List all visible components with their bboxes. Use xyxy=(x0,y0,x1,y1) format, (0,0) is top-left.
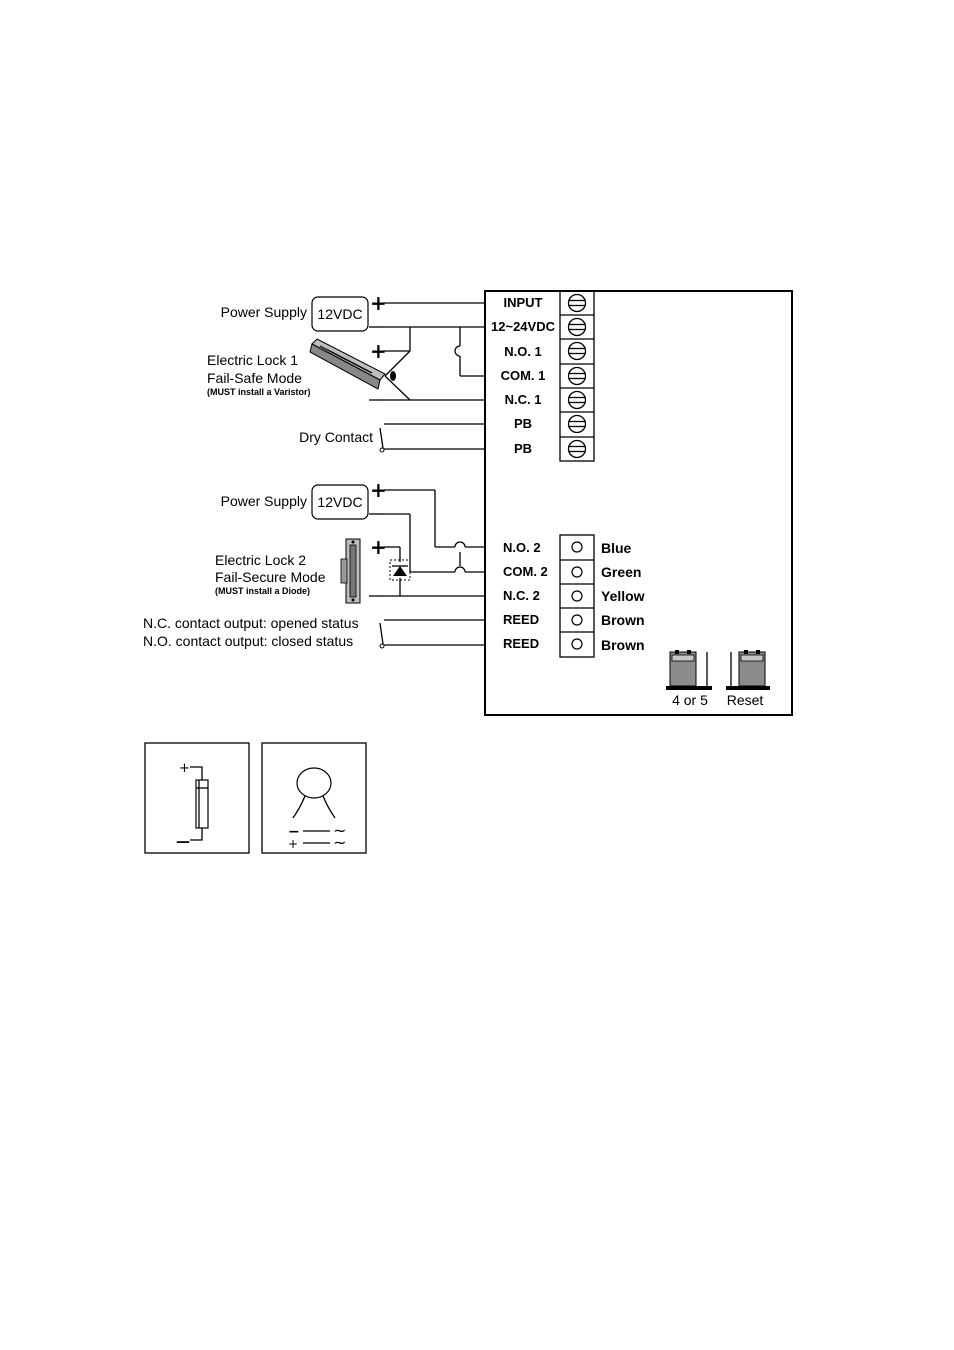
legend-varistor-plus: + xyxy=(288,837,298,851)
legend-varistor-minus: − xyxy=(288,824,300,840)
lock2-mode: Fail-Secure Mode xyxy=(215,569,326,585)
lock1-title: Electric Lock 1 xyxy=(207,352,298,368)
no-output-label: N.O. contact output: closed status xyxy=(143,633,353,649)
terminal-label-com2: COM. 2 xyxy=(503,564,548,579)
lock2-note: (MUST install a Diode) xyxy=(215,586,310,596)
power-supply-2-voltage: 12VDC xyxy=(317,494,362,510)
terminal-label-nc1: N.C. 1 xyxy=(505,392,542,407)
screw-icon xyxy=(567,366,587,386)
polarity-plus: + xyxy=(370,478,387,502)
terminal-label-reed: REED xyxy=(503,636,539,651)
terminal-label-com1: COM. 1 xyxy=(501,368,546,383)
wire-color-blue: Blue xyxy=(601,540,632,556)
terminal-hole-icon xyxy=(571,614,583,626)
diode-icon xyxy=(389,559,411,581)
terminal-hole-icon xyxy=(571,590,583,602)
screw-icon xyxy=(567,341,587,361)
power-supply-2-box xyxy=(311,484,369,520)
upper-terminal-block xyxy=(559,290,595,462)
legend-tilde: ~ xyxy=(333,833,346,852)
controller-board xyxy=(484,290,793,716)
terminal-label-pb: PB xyxy=(514,416,532,431)
screw-icon xyxy=(567,414,587,434)
terminal-label-power: 12~24VDC xyxy=(491,319,556,334)
screw-icon xyxy=(567,293,587,313)
power-supply-1-voltage: 12VDC xyxy=(317,306,362,322)
terminal-label-nc2: N.C. 2 xyxy=(503,588,540,603)
jumper-4or5-icon xyxy=(666,650,712,690)
wire-color-brown: Brown xyxy=(601,612,645,628)
dry-contact-label: Dry Contact xyxy=(299,429,373,445)
varistor-icon xyxy=(390,371,396,381)
jumper-label-reset: Reset xyxy=(727,692,764,708)
terminal-hole-icon xyxy=(571,566,583,578)
legend-diode-minus: — xyxy=(176,834,190,850)
power-supply-2-label: Power Supply xyxy=(221,493,307,509)
legend-tilde: ~ xyxy=(333,821,346,840)
polarity-plus: + xyxy=(370,339,387,363)
jumper-label-4or5: 4 or 5 xyxy=(672,692,708,708)
screw-icon xyxy=(567,390,587,410)
lower-terminal-block xyxy=(559,534,595,658)
screw-icon xyxy=(567,439,587,459)
upper-wiring xyxy=(379,302,485,453)
lock2-title: Electric Lock 2 xyxy=(215,552,306,568)
maglock-icon xyxy=(309,338,386,390)
legend-varistor-box xyxy=(261,742,367,854)
power-supply-1-box xyxy=(311,296,369,332)
power-supply-1-label: Power Supply xyxy=(221,304,307,320)
switch-icon xyxy=(379,622,384,645)
wire-color-green: Green xyxy=(601,564,641,580)
legend-diode-plus: + xyxy=(179,761,190,776)
polarity-plus: + xyxy=(370,535,387,559)
jumper-reset-icon xyxy=(726,650,770,690)
screw-icon xyxy=(567,317,587,337)
terminal-hole-icon xyxy=(571,541,583,553)
lock1-mode: Fail-Safe Mode xyxy=(207,370,302,386)
terminal-hole-icon xyxy=(571,638,583,650)
wire-color-brown: Brown xyxy=(601,637,645,653)
electric-strike-icon xyxy=(340,538,361,604)
legend-diode-box xyxy=(144,742,250,854)
diode-body-icon xyxy=(195,779,209,829)
terminal-label-pb: PB xyxy=(514,441,532,456)
varistor-legend-icon xyxy=(296,767,332,799)
wire-color-yellow: Yellow xyxy=(601,588,645,604)
lock1-note: (MUST install a Varistor) xyxy=(207,387,311,397)
switch-icon xyxy=(379,427,384,449)
terminal-label-reed: REED xyxy=(503,612,539,627)
terminal-label-input: INPUT xyxy=(504,295,543,310)
terminal-label-no1: N.O. 1 xyxy=(504,344,542,359)
lower-wiring xyxy=(379,489,485,649)
terminal-label-no2: N.O. 2 xyxy=(503,540,541,555)
nc-output-label: N.C. contact output: opened status xyxy=(143,615,359,631)
polarity-plus: + xyxy=(370,291,387,315)
